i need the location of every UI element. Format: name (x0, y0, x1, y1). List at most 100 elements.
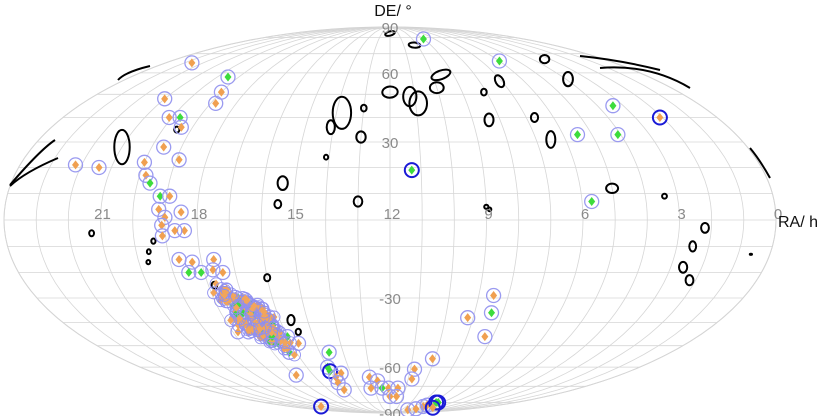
source-star (158, 231, 166, 241)
error-region (538, 54, 551, 65)
source-star (340, 385, 348, 395)
source-marker (569, 126, 586, 143)
source-marker (363, 380, 379, 396)
cluster-ring (217, 288, 231, 302)
source-star (171, 226, 179, 236)
error-region (88, 229, 95, 238)
source-ring (205, 262, 221, 278)
source-marker (136, 154, 153, 170)
source-star (209, 265, 217, 275)
cluster-star (286, 338, 294, 347)
x-tick-label: 21 (94, 206, 111, 223)
source-ring (404, 371, 420, 387)
source-ring (584, 193, 600, 210)
source-ring (154, 228, 171, 244)
cluster-ring (242, 323, 255, 337)
source-marker (162, 188, 178, 204)
source-star (210, 255, 218, 265)
error-region (605, 182, 620, 195)
y-axis-label: DE/ ° (374, 3, 412, 20)
y-tick-label: 30 (382, 135, 399, 152)
source-marker (157, 91, 173, 107)
source-ring (208, 95, 224, 112)
source-star (158, 220, 166, 230)
source-ring (157, 91, 173, 107)
source-star (464, 313, 472, 323)
source-star (295, 338, 303, 348)
source-ring (161, 109, 177, 126)
error-region (286, 314, 296, 327)
source-ring (313, 398, 330, 415)
error-region-arc (579, 55, 661, 71)
error-region (430, 68, 452, 82)
source-star (429, 403, 437, 413)
source-star (155, 204, 163, 214)
source-ring (403, 162, 420, 179)
source-marker (424, 351, 441, 367)
y-tick-label: -60 (379, 360, 401, 377)
cluster-source (288, 348, 301, 362)
error-region (688, 240, 698, 253)
error-region (273, 199, 283, 210)
source-star (609, 101, 617, 111)
source-ring (171, 152, 187, 168)
source-star (614, 130, 622, 140)
cluster-ring (224, 313, 238, 327)
source-star (180, 226, 188, 236)
source-ring (477, 328, 493, 345)
source-marker (403, 162, 420, 179)
source-marker (67, 157, 84, 173)
source-marker (460, 310, 476, 326)
source-star (378, 383, 386, 393)
source-ring (151, 201, 167, 218)
source-star (219, 267, 227, 277)
source-ring (322, 363, 338, 380)
source-ring (406, 361, 423, 377)
source-ring (184, 55, 200, 71)
source-ring (415, 31, 432, 47)
source-marker (142, 175, 158, 191)
error-region (483, 112, 495, 128)
source-star (185, 267, 193, 277)
source-ring (288, 367, 304, 383)
error-region (352, 195, 364, 208)
source-ring (430, 394, 447, 411)
cluster-star (220, 291, 228, 300)
error-region (384, 30, 396, 37)
error-region (263, 273, 272, 283)
source-marker (651, 109, 668, 126)
source-star (188, 257, 196, 267)
cluster-ring (209, 277, 223, 291)
cluster-star (281, 338, 289, 347)
dense-cluster (207, 277, 301, 362)
source-ring (67, 157, 84, 173)
source-marker (584, 193, 600, 210)
error-region-arc (9, 139, 56, 186)
source-star (408, 165, 416, 175)
source-ring (215, 264, 231, 281)
source-marker (208, 95, 224, 112)
source-ring (610, 126, 626, 143)
source-ring (424, 351, 441, 367)
y-tick-label: 60 (382, 66, 399, 83)
cluster-ring (257, 305, 271, 319)
source-star (367, 383, 375, 393)
source-marker (321, 344, 337, 360)
cluster-star (227, 316, 235, 325)
source-ring (138, 167, 154, 183)
source-ring (156, 139, 172, 155)
cluster-star (260, 308, 268, 317)
error-region (700, 222, 710, 234)
source-star (166, 191, 174, 201)
cluster-ring (278, 335, 292, 349)
cluster-ring (244, 303, 258, 317)
source-ring (336, 382, 352, 398)
source-star (488, 308, 496, 318)
source-star (177, 207, 185, 217)
error-region (678, 260, 689, 274)
source-star (175, 155, 183, 165)
cluster-star (232, 303, 240, 312)
y-tick-label: 90 (382, 20, 399, 37)
source-marker (477, 328, 493, 345)
